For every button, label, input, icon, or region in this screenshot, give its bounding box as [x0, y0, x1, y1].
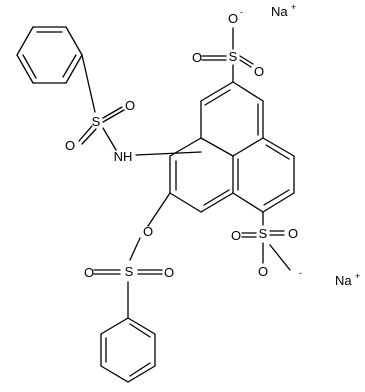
- phenyl-ring-top: [16, 26, 83, 84]
- charge-label: -: [299, 268, 302, 278]
- sodium-label: Na: [271, 4, 288, 19]
- sodium-ion-1: Na +: [271, 2, 296, 19]
- charge-label: +: [291, 2, 296, 12]
- oxygen-label: O: [65, 138, 75, 153]
- oxygen-label: O: [231, 228, 241, 243]
- phenyl-ring-bottom: [100, 317, 156, 383]
- naphthalene-core: [200, 81, 295, 213]
- sulfur-label: S: [259, 226, 268, 241]
- charge-label: +: [355, 271, 360, 281]
- sulfonate-ester-group: O S O O: [84, 137, 234, 319]
- charge-label: -: [240, 7, 243, 17]
- oxygen-label: O: [228, 11, 238, 26]
- sulfonate-group-lower: S O O O -: [231, 211, 302, 279]
- sulfonate-group-upper: S O - O O: [192, 7, 264, 83]
- sulfur-label: S: [92, 114, 101, 129]
- sulfonamide-group: S O O NH: [65, 54, 202, 164]
- oxygen-label: O: [84, 265, 94, 280]
- oxygen-label: O: [164, 265, 174, 280]
- nh-label: NH: [114, 149, 133, 164]
- sodium-ion-2: Na +: [335, 271, 360, 288]
- sulfur-label: S: [229, 49, 238, 64]
- oxygen-label: O: [258, 264, 268, 279]
- oxygen-label: O: [143, 224, 153, 239]
- sulfur-label: S: [125, 264, 134, 279]
- oxygen-label: O: [125, 98, 135, 113]
- oxygen-label: O: [288, 226, 298, 241]
- oxygen-label: O: [254, 64, 264, 79]
- sodium-label: Na: [335, 273, 352, 288]
- oxygen-label: O: [192, 50, 202, 65]
